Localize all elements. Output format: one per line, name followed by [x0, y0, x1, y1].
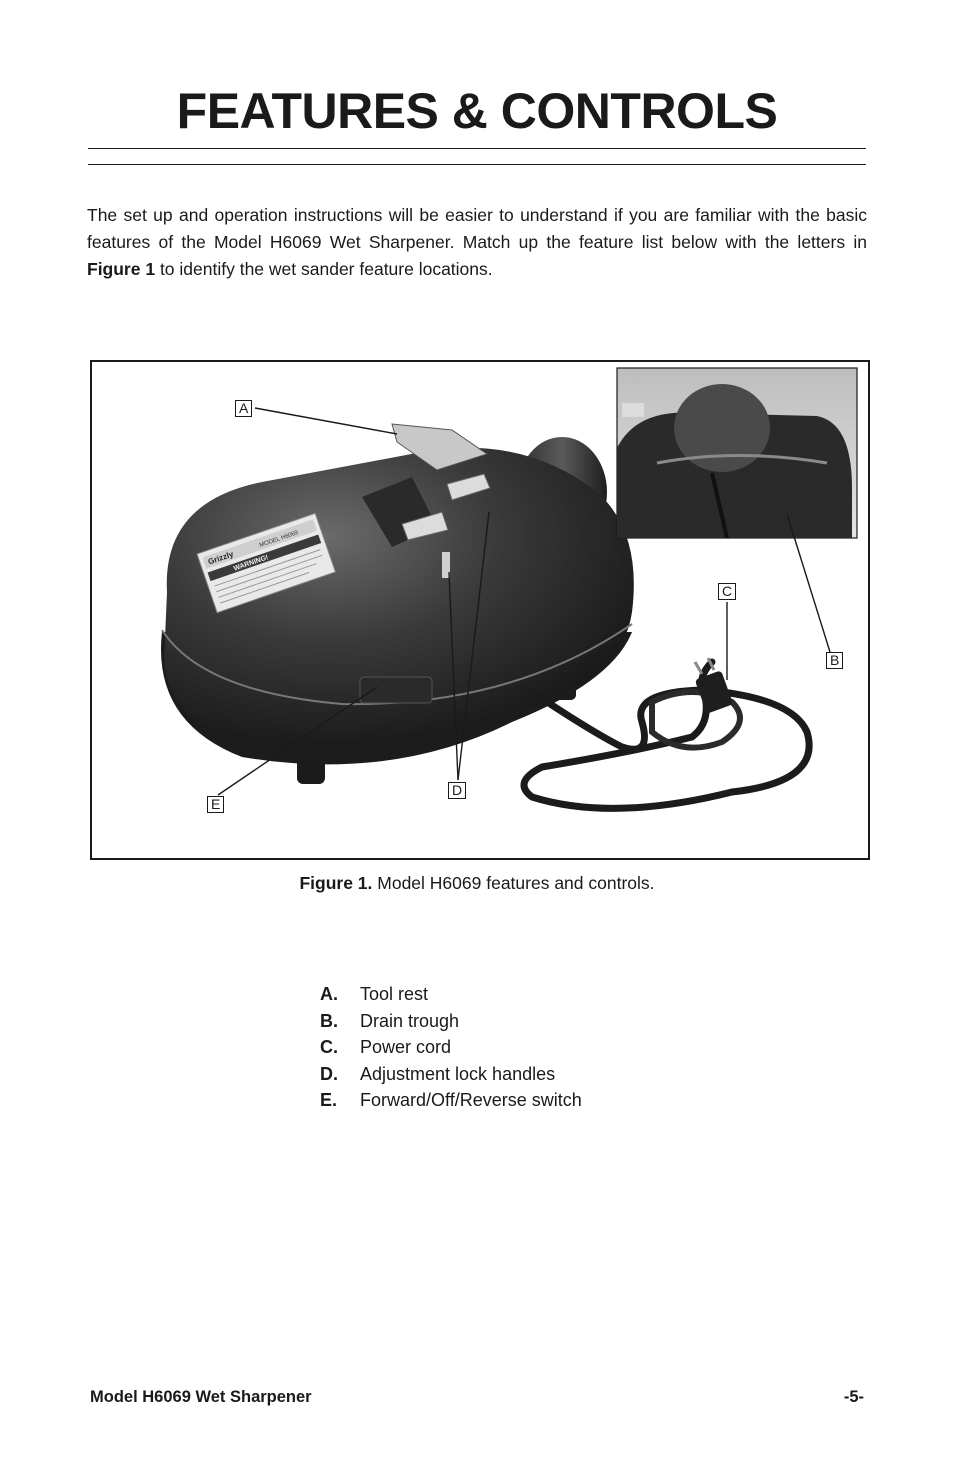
feature-letter: C.	[320, 1037, 338, 1057]
title-rule-top	[88, 148, 866, 149]
figure-1-frame: Grizzly MODEL H6069 WARNING!	[90, 360, 870, 860]
power-cord	[520, 658, 813, 812]
plug-prong-1	[693, 661, 704, 675]
feature-text: Drain trough	[360, 1010, 460, 1031]
switch-housing	[359, 676, 433, 704]
footer-model: Model H6069 Wet Sharpener	[90, 1388, 312, 1406]
feature-letter: B.	[320, 1010, 338, 1031]
intro-text-1: The set up and operation instructions wi…	[87, 205, 867, 252]
lock-handle-tip	[442, 552, 450, 578]
callout-c: C	[718, 583, 737, 600]
power-plug	[695, 671, 733, 713]
callout-a: A	[235, 400, 253, 417]
feature-letter: A.	[320, 984, 338, 1004]
sharpener-photo: Grizzly MODEL H6069 WARNING!	[161, 367, 858, 812]
caption-text: Model H6069 features and controls.	[372, 873, 655, 893]
feature-letter: D.	[320, 1063, 338, 1084]
callout-b: B	[826, 652, 844, 669]
leader-e	[217, 686, 378, 796]
lock-handle-1	[446, 473, 491, 501]
page-title: FEATURES & CONTROLS	[176, 83, 778, 139]
caption-label: Figure 1.	[299, 873, 373, 893]
warning-label: Grizzly MODEL H6069 WARNING!	[196, 512, 337, 614]
power-cord-loop	[649, 689, 743, 751]
leader-d2	[457, 511, 490, 781]
callout-d: D	[448, 782, 467, 799]
feature-letter: E.	[320, 1090, 338, 1110]
feature-text: Adjustment lock handles	[360, 1063, 556, 1084]
footer-page-number: -5-	[843, 1388, 864, 1406]
housing-body	[164, 447, 634, 742]
feature-text: Forward/Off/Reverse switch	[360, 1090, 582, 1110]
intro-paragraph: The set up and operation instructions wi…	[87, 202, 867, 283]
leader-b	[786, 513, 831, 653]
feature-item-tool-rest: A. Tool rest	[320, 983, 582, 1010]
plug-prong-2	[706, 657, 716, 671]
leader-a	[254, 407, 398, 435]
feature-item-switch: E. Forward/Off/Reverse switch	[320, 1089, 582, 1116]
inset-photo	[616, 367, 858, 539]
feature-item-power-cord: C. Power cord	[320, 1036, 582, 1063]
tool-rest-plate	[391, 423, 489, 471]
feature-text: Power cord	[360, 1037, 452, 1057]
figure-caption: Figure 1. Model H6069 features and contr…	[0, 873, 954, 894]
leader-d1	[448, 571, 459, 781]
feature-text: Tool rest	[360, 984, 429, 1004]
lock-handle-2	[401, 511, 449, 541]
title-rule-bottom	[88, 164, 866, 165]
feature-item-lock-handles: D. Adjustment lock handles	[320, 1063, 582, 1090]
intro-figure-ref: Figure 1	[87, 259, 156, 279]
feature-list: A.Tool rest B.Drain trough C.Power cord …	[320, 983, 582, 1116]
callout-e: E	[207, 796, 225, 813]
intro-text-2: to identify the wet sander feature locat…	[155, 259, 493, 279]
feature-item-drain-trough: B. Drain trough	[320, 1010, 582, 1037]
